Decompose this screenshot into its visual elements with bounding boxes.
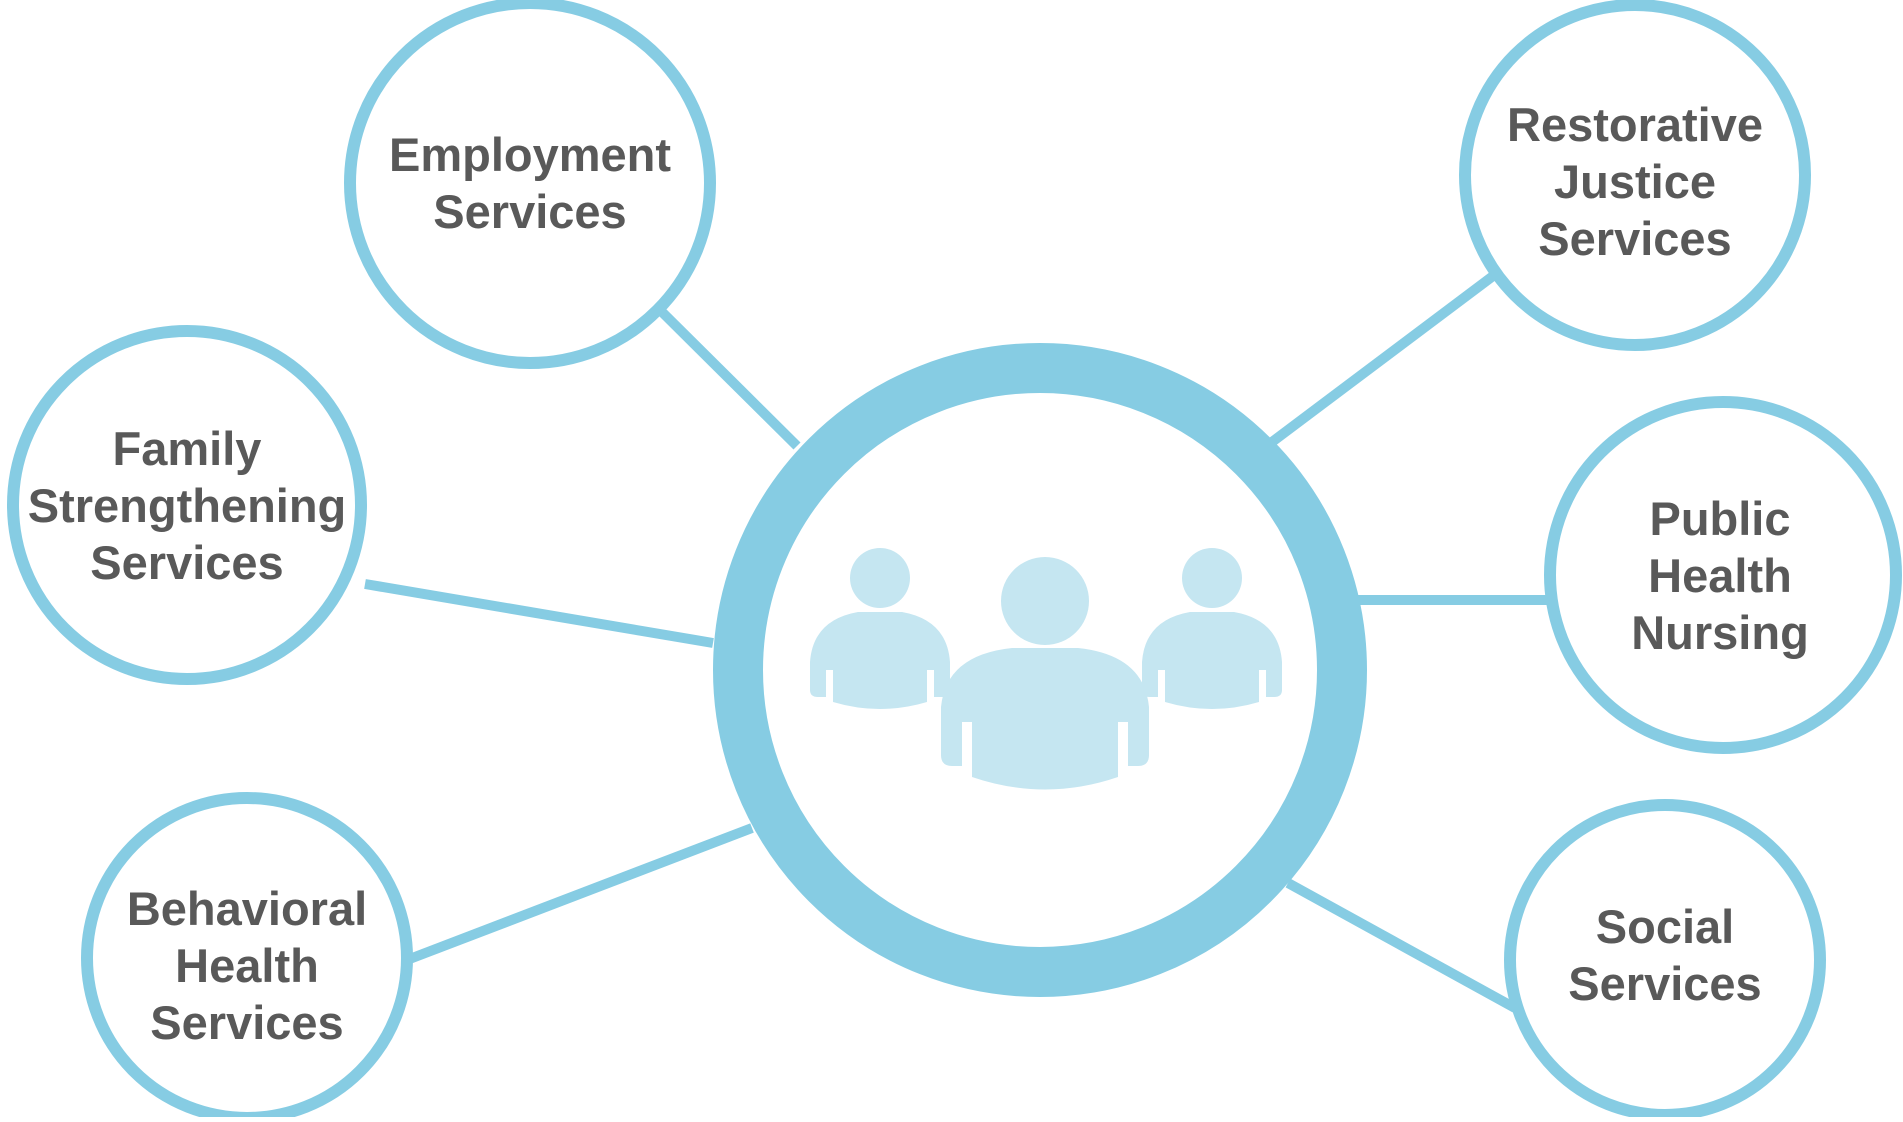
node-label-line: Public <box>1649 491 1791 545</box>
people-group-icon <box>810 548 1282 790</box>
node-circle-social <box>1504 799 1826 1121</box>
node-label-line: Health <box>1648 548 1792 602</box>
connector-employment <box>656 306 801 450</box>
node-label-employment: Employment Services <box>350 83 710 283</box>
central-hub <box>713 343 1367 997</box>
node-label-line: Justice <box>1554 154 1716 208</box>
node-circle-restorative <box>1459 0 1811 351</box>
node-label-line: Behavioral <box>126 881 368 935</box>
node-circle-employment <box>344 0 716 369</box>
node-label-line: Restorative <box>1507 97 1763 151</box>
node-label-family: Family Strengthening Services <box>13 405 361 605</box>
node-label-behavioral: Behavioral Health Services <box>87 865 407 1065</box>
node-label-line: Social <box>1595 900 1735 953</box>
node-label-line: Services <box>90 535 284 589</box>
node-label-line: Services <box>150 995 344 1049</box>
node-label-public-health: Public Health Nursing <box>1550 475 1890 675</box>
node-label-line: Nursing <box>1631 605 1809 659</box>
node-circle-family <box>7 325 367 685</box>
connector-family <box>364 579 714 648</box>
node-label-line: Services <box>1538 211 1732 265</box>
connector-restorative <box>1264 269 1501 449</box>
node-label-line: Family <box>112 421 262 475</box>
node-circle-public-health <box>1544 396 1902 754</box>
node-label-line: Services <box>1568 957 1762 1010</box>
node-label-line: Employment <box>388 128 672 181</box>
node-label-line: Health <box>175 938 319 992</box>
service-circles <box>7 0 1902 1122</box>
connector-social <box>1285 878 1518 1013</box>
node-label-social: Social Services <box>1510 855 1820 1055</box>
connector-lines <box>364 269 1548 1013</box>
connector-behavioral <box>405 823 754 965</box>
node-label-restorative: Restorative Justice Services <box>1465 81 1805 281</box>
node-label-line: Strengthening <box>27 478 347 532</box>
node-label-line: Services <box>433 185 627 238</box>
